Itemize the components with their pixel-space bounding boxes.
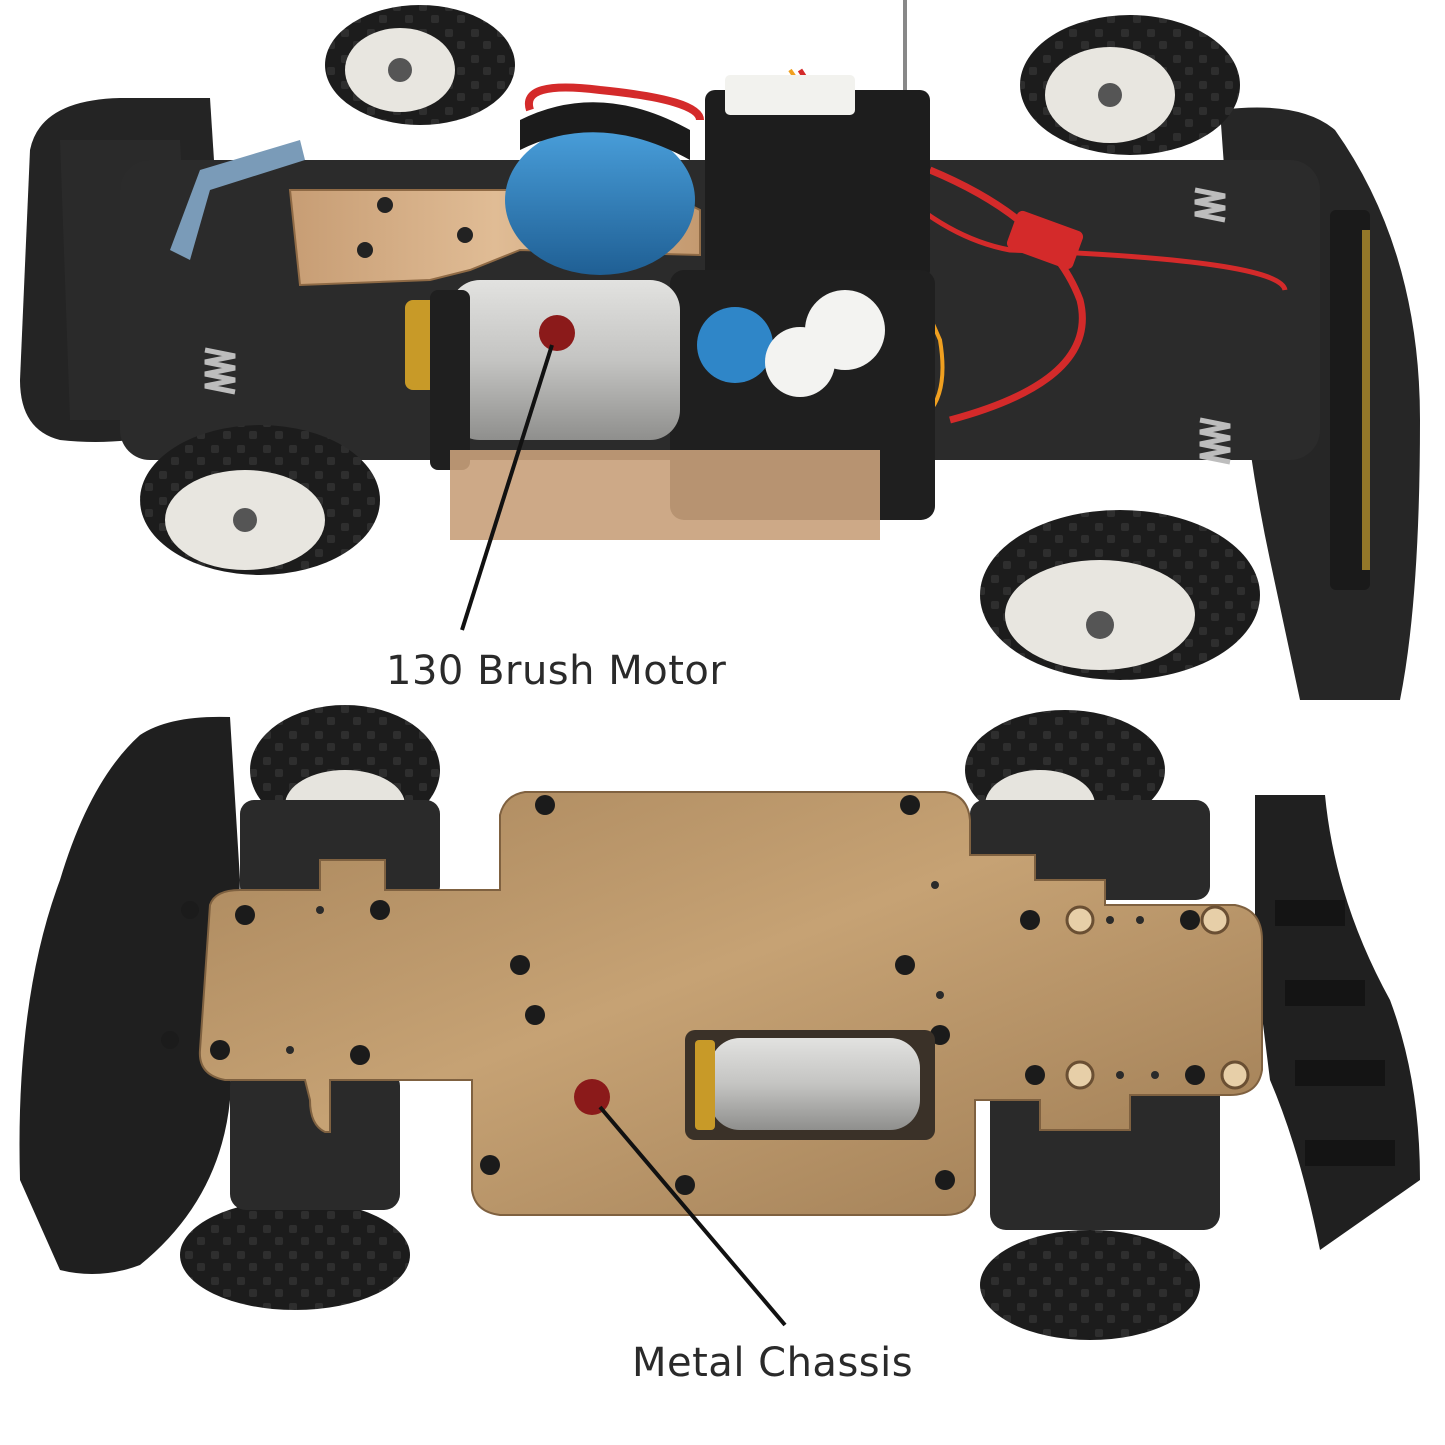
top-springs: [204, 187, 1231, 465]
bottom-metal-chassis: [198, 791, 1263, 1216]
chassis-screws: [161, 795, 1205, 1195]
motor-callout-line: [460, 344, 554, 631]
chassis-callout-line: [598, 1105, 787, 1327]
top-wheel-rear-left: [325, 5, 515, 125]
motor-marker: [539, 315, 575, 351]
top-sway-bar: [170, 140, 305, 260]
chassis-callout-label: Metal Chassis: [632, 1340, 914, 1386]
top-battery: [505, 102, 695, 275]
top-motor: [405, 280, 880, 540]
top-wheel-rear-left-lower: [140, 425, 380, 575]
top-wire-red: [524, 83, 704, 121]
top-wheel-front-right: [1020, 15, 1240, 155]
bottom-front-wing: [1255, 795, 1420, 1250]
bottom-wheel-rear-bottom: [180, 1200, 410, 1310]
bottom-rear-wing: [19, 716, 240, 1274]
chassis-marker: [574, 1079, 610, 1115]
top-car: [20, 0, 1420, 700]
bottom-car: [19, 705, 1420, 1340]
bottom-wheel-front-bottom: [980, 1230, 1200, 1340]
bottom-motor: [685, 1030, 935, 1140]
motor-callout-label: 130 Brush Motor: [386, 648, 727, 694]
top-wheel-front-right-lower: [980, 510, 1260, 680]
